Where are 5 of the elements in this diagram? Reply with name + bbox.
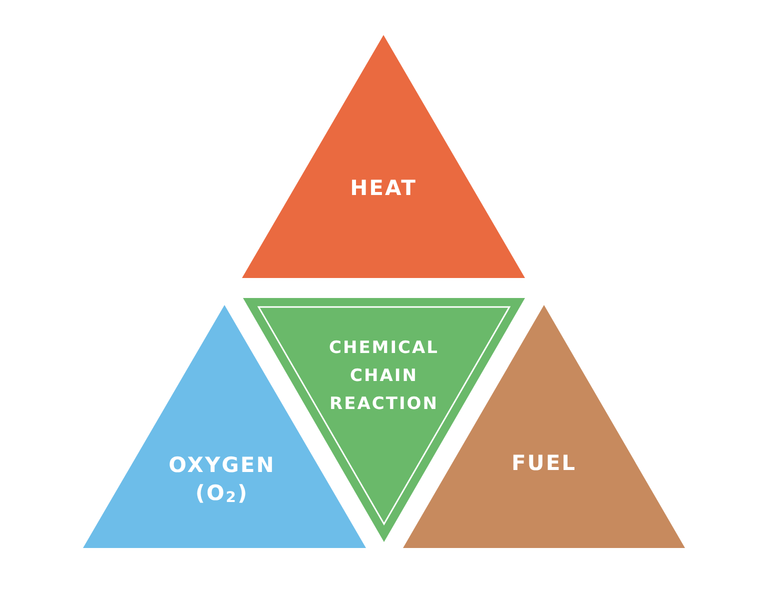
- triangle-label: CHEMICAL CHAIN REACTION: [328, 337, 440, 416]
- triangle-label: OXYGEN (O$_{2}$): [168, 452, 276, 507]
- triangle: [242, 35, 525, 278]
- triangle-label: HEAT: [350, 175, 417, 202]
- triangle-label: FUEL: [511, 450, 577, 477]
